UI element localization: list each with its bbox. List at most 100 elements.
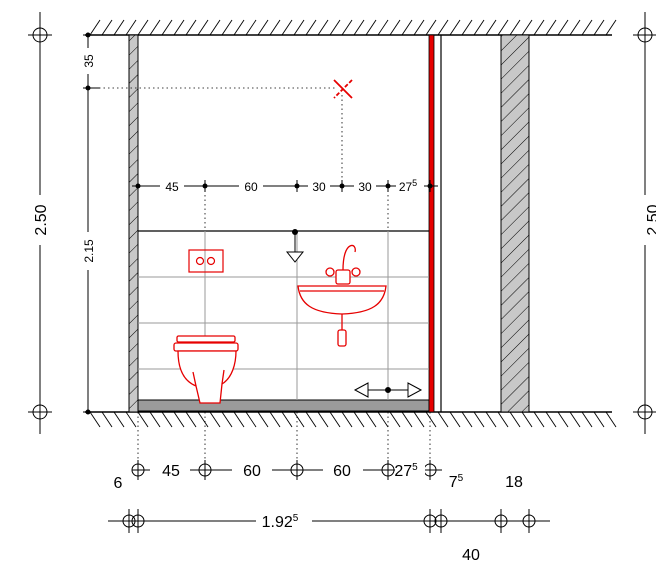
floor-hatch-stroke bbox=[389, 411, 401, 428]
ceiling-hatch-stroke bbox=[353, 19, 365, 36]
ceiling-hatch-stroke bbox=[413, 19, 425, 36]
ceiling-hatch-stroke bbox=[569, 19, 581, 36]
flush-plate-icon bbox=[188, 249, 224, 273]
dim-label-height-inner: 2.15 bbox=[82, 239, 96, 263]
ceiling-hatch-stroke bbox=[209, 19, 221, 36]
partition-wall bbox=[428, 34, 442, 413]
floor-hatch-stroke bbox=[281, 411, 293, 428]
ceiling-hatch-stroke bbox=[317, 19, 329, 36]
dim-total-width: 1.925 bbox=[262, 513, 299, 531]
ceiling-hatch-stroke bbox=[473, 19, 485, 36]
ceiling-hatch-stroke bbox=[221, 19, 233, 36]
floor-hatch-stroke bbox=[293, 411, 305, 428]
ceiling-hatch-stroke bbox=[461, 19, 473, 36]
floor-hatch-stroke bbox=[545, 411, 557, 428]
dim-upper-3: 30 bbox=[312, 180, 326, 194]
drain-arrow-down-icon bbox=[285, 229, 305, 263]
ceiling-hatch-stroke bbox=[281, 19, 293, 36]
ceiling-hatch-stroke bbox=[521, 19, 533, 36]
dim-lower-4: 60 bbox=[333, 463, 351, 480]
ceiling-hatch-stroke bbox=[173, 19, 185, 36]
floor-hatch-stroke bbox=[221, 411, 233, 428]
ceiling-hatch-stroke bbox=[305, 19, 317, 36]
ceiling-hatch-stroke bbox=[89, 19, 101, 36]
floor-hatch-stroke bbox=[209, 411, 221, 428]
floor-hatch-stroke bbox=[593, 411, 605, 428]
dim-lower-5: 275 bbox=[394, 462, 418, 480]
floor-hatch-stroke bbox=[605, 411, 617, 428]
floor-hatch-stroke bbox=[185, 411, 197, 428]
floor-hatch-stroke bbox=[137, 411, 149, 428]
floor-hatch-stroke bbox=[125, 411, 137, 428]
right-wall bbox=[500, 34, 530, 413]
floor-hatch-stroke bbox=[305, 411, 317, 428]
ceiling-hatch-stroke bbox=[233, 19, 245, 36]
washbasin-icon bbox=[297, 285, 387, 347]
floor-hatch-stroke bbox=[365, 411, 377, 428]
double-arrow-horizontal-icon bbox=[353, 382, 423, 398]
floor-hatch-stroke bbox=[197, 411, 209, 428]
floor-hatch-stroke bbox=[461, 411, 473, 428]
dim-label-top-offset: 35 bbox=[82, 54, 96, 68]
floor-hatch-stroke bbox=[329, 411, 341, 428]
floor-hatch-stroke bbox=[317, 411, 329, 428]
floor-hatch-stroke bbox=[257, 411, 269, 428]
ceiling-hatch-stroke bbox=[545, 19, 557, 36]
ceiling-hatch-stroke bbox=[593, 19, 605, 36]
mixer-tap-icon bbox=[325, 244, 361, 285]
ceiling-hatch-stroke bbox=[257, 19, 269, 36]
ceiling-hatch-stroke bbox=[365, 19, 377, 36]
floor-hatch-stroke bbox=[113, 411, 125, 428]
floor-hatch-stroke bbox=[233, 411, 245, 428]
ceiling-hatch-stroke bbox=[197, 19, 209, 36]
ceiling-hatch-stroke bbox=[497, 19, 509, 36]
floor-hatch-stroke bbox=[425, 411, 437, 428]
dim-height-right: 2.50 bbox=[633, 12, 656, 434]
reference-lines bbox=[90, 87, 431, 470]
dim-upper-4: 30 bbox=[358, 180, 372, 194]
floor-hatch-stroke bbox=[377, 411, 389, 428]
floor-hatch-stroke bbox=[497, 411, 509, 428]
ceiling-hatch-stroke bbox=[137, 19, 149, 36]
dim-lower-6: 75 bbox=[449, 473, 464, 491]
ceiling-hatch-stroke bbox=[581, 19, 593, 36]
floor-hatch-stroke bbox=[449, 411, 461, 428]
ceiling-hatch-stroke bbox=[557, 19, 569, 36]
dim-lower-7: 18 bbox=[505, 474, 523, 491]
dim-bottom-extra: 40 bbox=[462, 547, 480, 563]
floor-hatch-stroke bbox=[509, 411, 521, 428]
floor-hatch-stroke bbox=[581, 411, 593, 428]
dim-upper-1: 45 bbox=[165, 180, 179, 194]
ceiling-hatch-stroke bbox=[269, 19, 281, 36]
floor-hatch-stroke bbox=[161, 411, 173, 428]
floor-hatch-stroke bbox=[533, 411, 545, 428]
dim-height-total: 2.50 bbox=[28, 12, 52, 434]
ceiling-hatch-stroke bbox=[533, 19, 545, 36]
ceiling-hatch-stroke bbox=[341, 19, 353, 36]
ceiling-hatch-stroke bbox=[401, 19, 413, 36]
tile-grid bbox=[138, 230, 429, 400]
floor-hatch-stroke bbox=[353, 411, 365, 428]
dim-lower-1: 6 bbox=[114, 475, 123, 492]
floor-hatch-stroke bbox=[245, 411, 257, 428]
left-wall bbox=[128, 34, 139, 413]
floor-hatch-stroke bbox=[437, 411, 449, 428]
ceiling-hatch-stroke bbox=[245, 19, 257, 36]
floor-hatch-stroke bbox=[101, 411, 113, 428]
floor-hatch-stroke bbox=[173, 411, 185, 428]
floor-hatch-stroke bbox=[521, 411, 533, 428]
dim-height-inner: 35 2.15 bbox=[80, 32, 135, 415]
floor-hatch-stroke bbox=[413, 411, 425, 428]
ceiling-hatch-stroke bbox=[437, 19, 449, 36]
ceiling-hatch-stroke bbox=[125, 19, 137, 36]
ceiling-hatch-stroke bbox=[113, 19, 125, 36]
ceiling-hatch-stroke bbox=[149, 19, 161, 36]
ceiling-hatch-stroke bbox=[101, 19, 113, 36]
dim-lower-2: 45 bbox=[162, 463, 180, 480]
floor-hatch-stroke bbox=[401, 411, 413, 428]
floor-hatch-stroke bbox=[341, 411, 353, 428]
dim-total-width-chain: 1.925 40 bbox=[108, 509, 550, 563]
dim-upper-5: 275 bbox=[399, 178, 417, 194]
floor-hatch-stroke bbox=[557, 411, 569, 428]
